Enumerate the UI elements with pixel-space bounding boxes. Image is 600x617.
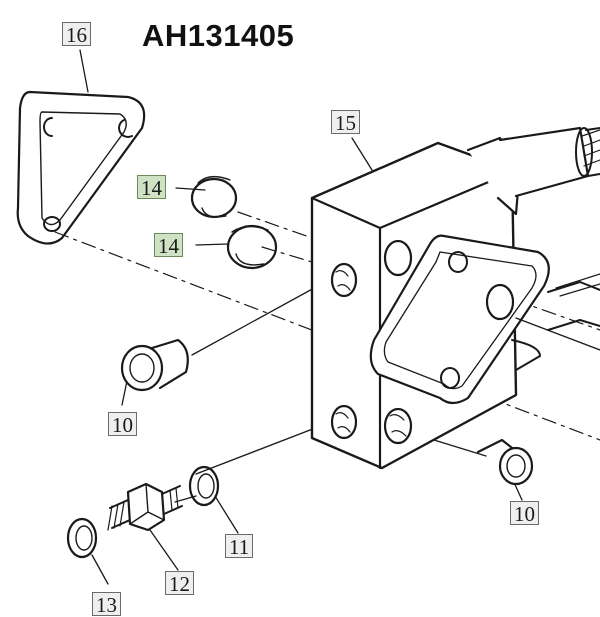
gasket-16 [16,90,146,245]
callout-16: 16 [62,22,91,47]
exploded-parts-diagram [16,49,600,585]
callout-10-left: 10 [108,412,137,437]
callout-14-upper: 14 [137,175,166,200]
front-port-lower-left [383,407,413,445]
washer-13 [66,517,98,559]
callout-11: 11 [225,534,254,559]
gasket-bolt-hole [43,117,53,137]
mounted-gasket [369,234,550,405]
part-number-title: AH131405 [142,18,295,53]
side-port-upper [330,262,358,298]
plug-14-upper [190,175,238,219]
gasket-bolt-hole [118,119,133,138]
callout-10-right: 10 [510,501,539,526]
fitting-12 [107,482,183,532]
washer-11 [188,465,220,507]
callout-15: 15 [331,110,360,135]
gasket-bolt-hole [43,216,61,232]
bushing-10-right [476,438,534,486]
side-port-lower [330,404,358,440]
right-fitting [511,273,600,371]
callout-13: 13 [92,592,121,617]
top-fitting [466,126,600,216]
plug-14-lower [226,224,278,270]
bushing-10-left [120,338,189,392]
callout-12: 12 [165,571,194,596]
front-port-upper-left [383,239,413,277]
callout-14-lower: 14 [154,233,183,258]
